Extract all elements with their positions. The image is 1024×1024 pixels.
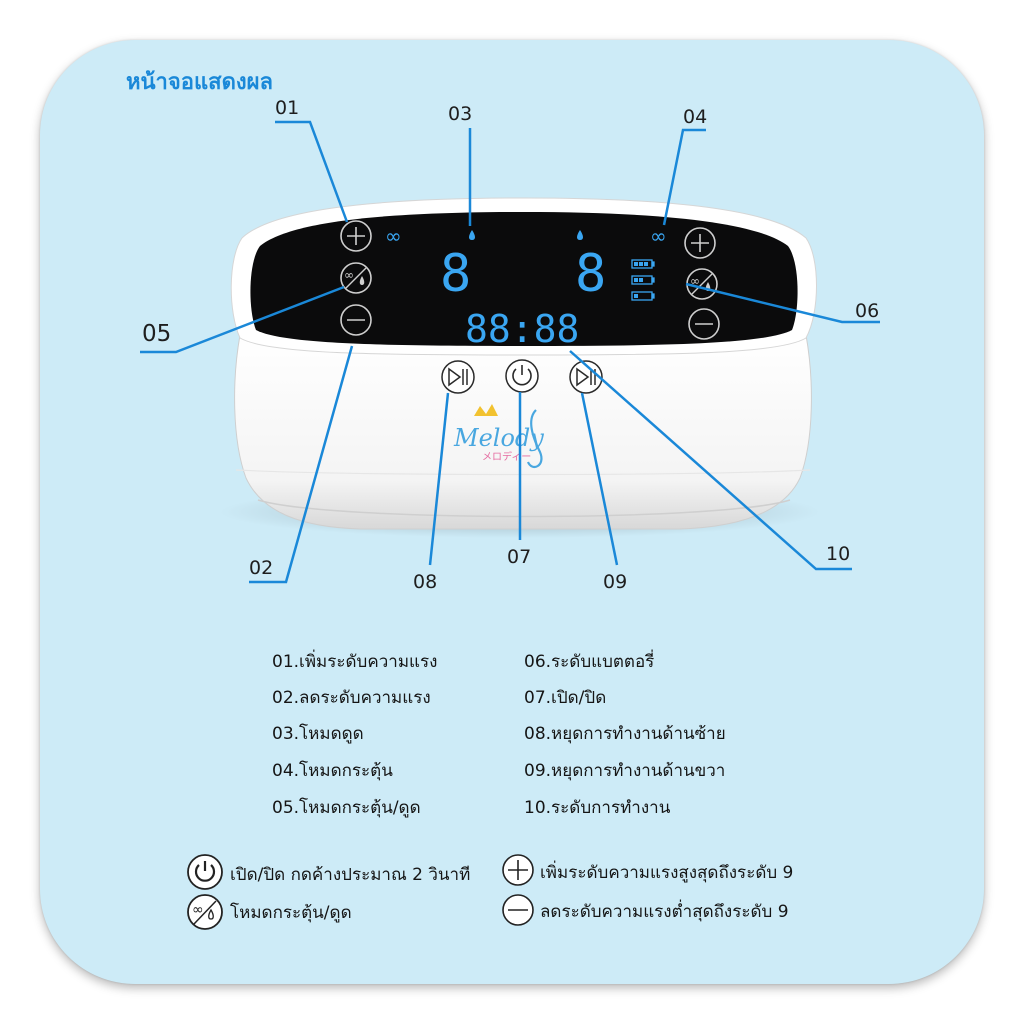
mode-note: โหมดกระตุ้น/ดูด: [230, 903, 352, 923]
legend-item-10: 10.ระดับการทำงาน: [524, 798, 671, 818]
minus-note: ลดระดับความแรงต่ำสุดถึงระดับ 9: [540, 902, 789, 922]
legend-item-07: 07.เปิด/ปิด: [524, 688, 607, 708]
callout-01: 01: [275, 97, 300, 119]
power-icon: [187, 854, 223, 890]
svg-text:∞: ∞: [690, 274, 700, 288]
svg-text:∞: ∞: [344, 268, 354, 282]
timer-display: 88:88: [465, 307, 579, 351]
legend-item-04: 04.โหมดกระตุ้น: [272, 761, 393, 781]
power-note: เปิด/ปิด กดค้างประมาณ 2 วินาที: [230, 865, 471, 885]
power-button[interactable]: [505, 359, 539, 393]
plus-button-left[interactable]: [340, 220, 372, 252]
brand-logo: Melody メロディー: [453, 404, 544, 469]
legend-item-06: 06.ระดับแบตตอรี่: [524, 652, 655, 672]
callout-02: 02: [249, 557, 274, 579]
plus-icon: [502, 854, 534, 886]
callout-lines: [140, 120, 880, 584]
stimulation-icon-left: ∞: [385, 224, 402, 248]
page-title: หน้าจอแสดงผล: [126, 70, 274, 95]
level-digit-left: 8: [440, 244, 471, 304]
svg-text:∞: ∞: [192, 902, 204, 918]
svg-text:Melody: Melody: [453, 424, 544, 452]
callout-05: 05: [142, 321, 172, 347]
suction-icon-right: [577, 230, 583, 240]
callout-09: 09: [603, 571, 628, 593]
callout-10: 10: [826, 543, 851, 565]
device-body: [234, 334, 812, 530]
pause-left-button[interactable]: [441, 360, 475, 394]
battery-indicator: [631, 259, 655, 301]
pause-right-button[interactable]: [569, 360, 603, 394]
callout-04: 04: [683, 106, 708, 128]
svg-text:メロディー: メロディー: [482, 450, 531, 463]
legend-item-02: 02.ลดระดับความแรง: [272, 688, 431, 708]
legend-item-03: 03.โหมดดูด: [272, 724, 364, 744]
stimulate-suction-icon: ∞: [187, 894, 223, 930]
legend-item-09: 09.หยุดการทำงานด้านขวา: [524, 761, 726, 781]
minus-icon: [502, 894, 534, 926]
stimulation-icon-right: ∞: [650, 224, 667, 248]
lcd-screen: [250, 212, 798, 346]
plus-note: เพิ่มระดับความแรงสูงสุดถึงระดับ 9: [540, 863, 794, 883]
mode-button-left[interactable]: ∞: [340, 262, 372, 294]
legend-item-05: 05.โหมดกระตุ้น/ดูด: [272, 798, 421, 818]
level-digit-right: 8: [575, 244, 606, 304]
callout-06: 06: [855, 300, 880, 322]
legend-item-01: 01.เพิ่มระดับความแรง: [272, 652, 438, 672]
callout-07: 07: [507, 546, 532, 568]
minus-button-left[interactable]: [340, 304, 372, 336]
minus-button-right[interactable]: [688, 308, 720, 340]
callout-08: 08: [413, 571, 438, 593]
callout-03: 03: [448, 103, 473, 125]
suction-icon-left: [469, 230, 475, 240]
legend-item-08: 08.หยุดการทำงานด้านซ้าย: [524, 724, 726, 744]
plus-button-right[interactable]: [684, 227, 716, 259]
